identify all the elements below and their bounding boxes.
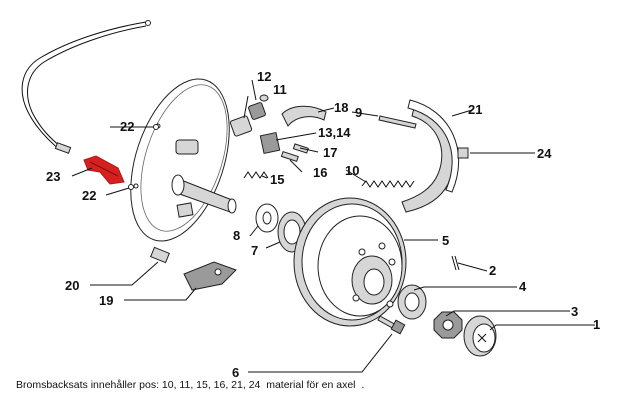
axle-spindle [171,174,237,214]
callout-6: 6 [232,365,239,380]
callout-19: 19 [99,293,113,308]
part-20 [150,246,170,264]
brake-lever-bracket [83,155,125,185]
kit-contents-caption: Bromsbacksats innehåller pos: 10, 11, 15… [16,379,365,391]
part-22-lower [128,184,134,190]
callout-1: 1 [593,317,600,332]
part-22-upper [153,124,159,130]
brake-cable [21,20,151,154]
callout-3: 3 [571,304,578,319]
callout-2: 2 [489,263,496,278]
retainer-clips [259,131,309,162]
callout-21: 21 [468,102,482,117]
callout-23: 23 [46,169,60,184]
callout-8: 8 [233,228,240,243]
spring-15 [243,171,269,179]
hub-cap-1 [463,315,497,357]
callout-13-14: 13,14 [318,125,351,140]
adjuster-assembly [229,94,269,137]
brake-drum [293,197,407,327]
callout-22-upper: 22 [120,119,134,134]
callout-24: 24 [537,146,552,161]
part-19 [183,261,237,291]
split-pin-2 [451,255,460,271]
castle-nut-3 [433,311,463,339]
callout-11: 11 [273,82,287,97]
callout-17: 17 [323,145,337,160]
bolt-9 [378,115,417,129]
washer-8 [255,203,279,233]
lever-18 [281,105,327,127]
outer-bearing-4 [397,284,427,320]
callout-7: 7 [251,243,258,258]
callout-4: 4 [519,279,527,294]
backing-plate [130,78,230,242]
callout-5: 5 [442,233,449,248]
callout-18: 18 [334,100,348,115]
callout-22-lower: 22 [82,188,96,203]
clip-24 [457,147,469,159]
leader-lines [71,79,595,373]
callout-9: 9 [355,105,362,120]
callout-12: 12 [257,69,271,84]
callout-15: 15 [270,172,284,187]
wheel-bolt-6 [377,315,406,335]
callout-20: 20 [65,278,79,293]
callout-16: 16 [313,165,327,180]
spring-10 [361,180,415,188]
brake-shoe [401,99,460,213]
callout-10: 10 [345,163,359,178]
